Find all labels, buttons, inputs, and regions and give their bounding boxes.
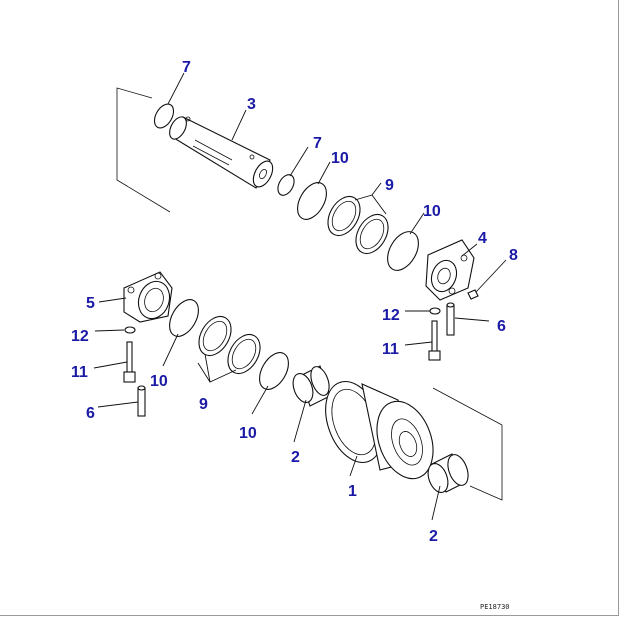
callout-12-right: 12 [382, 307, 400, 324]
part-3-shaft [169, 116, 274, 189]
callout-2-upper: 2 [291, 449, 300, 466]
callout-8: 8 [509, 247, 518, 264]
part-7-o-ring-lower [277, 174, 295, 196]
callout-3: 3 [247, 96, 256, 113]
callout-10-a: 10 [331, 150, 349, 167]
part-6-pin-right [446, 302, 455, 336]
callout-10-d: 10 [239, 425, 257, 442]
callout-11-right: 11 [382, 341, 399, 358]
part-8-plug [467, 289, 479, 300]
callout-2-lower: 2 [429, 528, 438, 545]
callout-9-upper: 9 [385, 177, 394, 194]
callout-7-upper: 7 [182, 59, 191, 76]
part-1-track-roller [325, 380, 434, 480]
callout-5: 5 [86, 295, 95, 312]
part-10-o-ring-b [387, 231, 419, 271]
part-10-o-ring-d [259, 352, 289, 390]
callout-4: 4 [478, 230, 487, 247]
callout-10-b: 10 [423, 203, 441, 220]
part-9-floating-seal-lower [198, 315, 261, 375]
part-7-o-ring-upper [153, 103, 175, 129]
callout-11-left: 11 [71, 364, 88, 381]
drawing-code: PE18730 [480, 603, 510, 611]
callout-numbers: 7 3 7 10 9 10 4 8 5 12 12 6 11 11 10 6 9… [71, 59, 518, 545]
part-11-bolt-right [428, 320, 441, 361]
part-5-collar [123, 271, 173, 323]
callout-7-lower: 7 [313, 135, 322, 152]
callout-6-right: 6 [497, 318, 506, 335]
part-2-bushing-b [427, 453, 469, 493]
leader-lines [93, 72, 507, 521]
callout-1: 1 [348, 483, 357, 500]
part-6-pin-left [137, 385, 146, 417]
part-10-o-ring-a [297, 182, 327, 220]
part-11-bolt-left [123, 341, 136, 383]
callout-12-left: 12 [71, 328, 89, 345]
callout-10-c: 10 [150, 373, 168, 390]
assembly-axis-lines [116, 87, 503, 501]
part-12-washer-left [124, 326, 136, 334]
part-2-bushing-a [292, 365, 331, 407]
callout-9-lower: 9 [199, 396, 208, 413]
part-12-washer-right [429, 307, 441, 315]
callout-6-left: 6 [86, 405, 95, 422]
part-4-collar [425, 239, 475, 301]
part-9-floating-seal-upper [327, 195, 389, 255]
part-10-o-ring-c [169, 299, 199, 337]
